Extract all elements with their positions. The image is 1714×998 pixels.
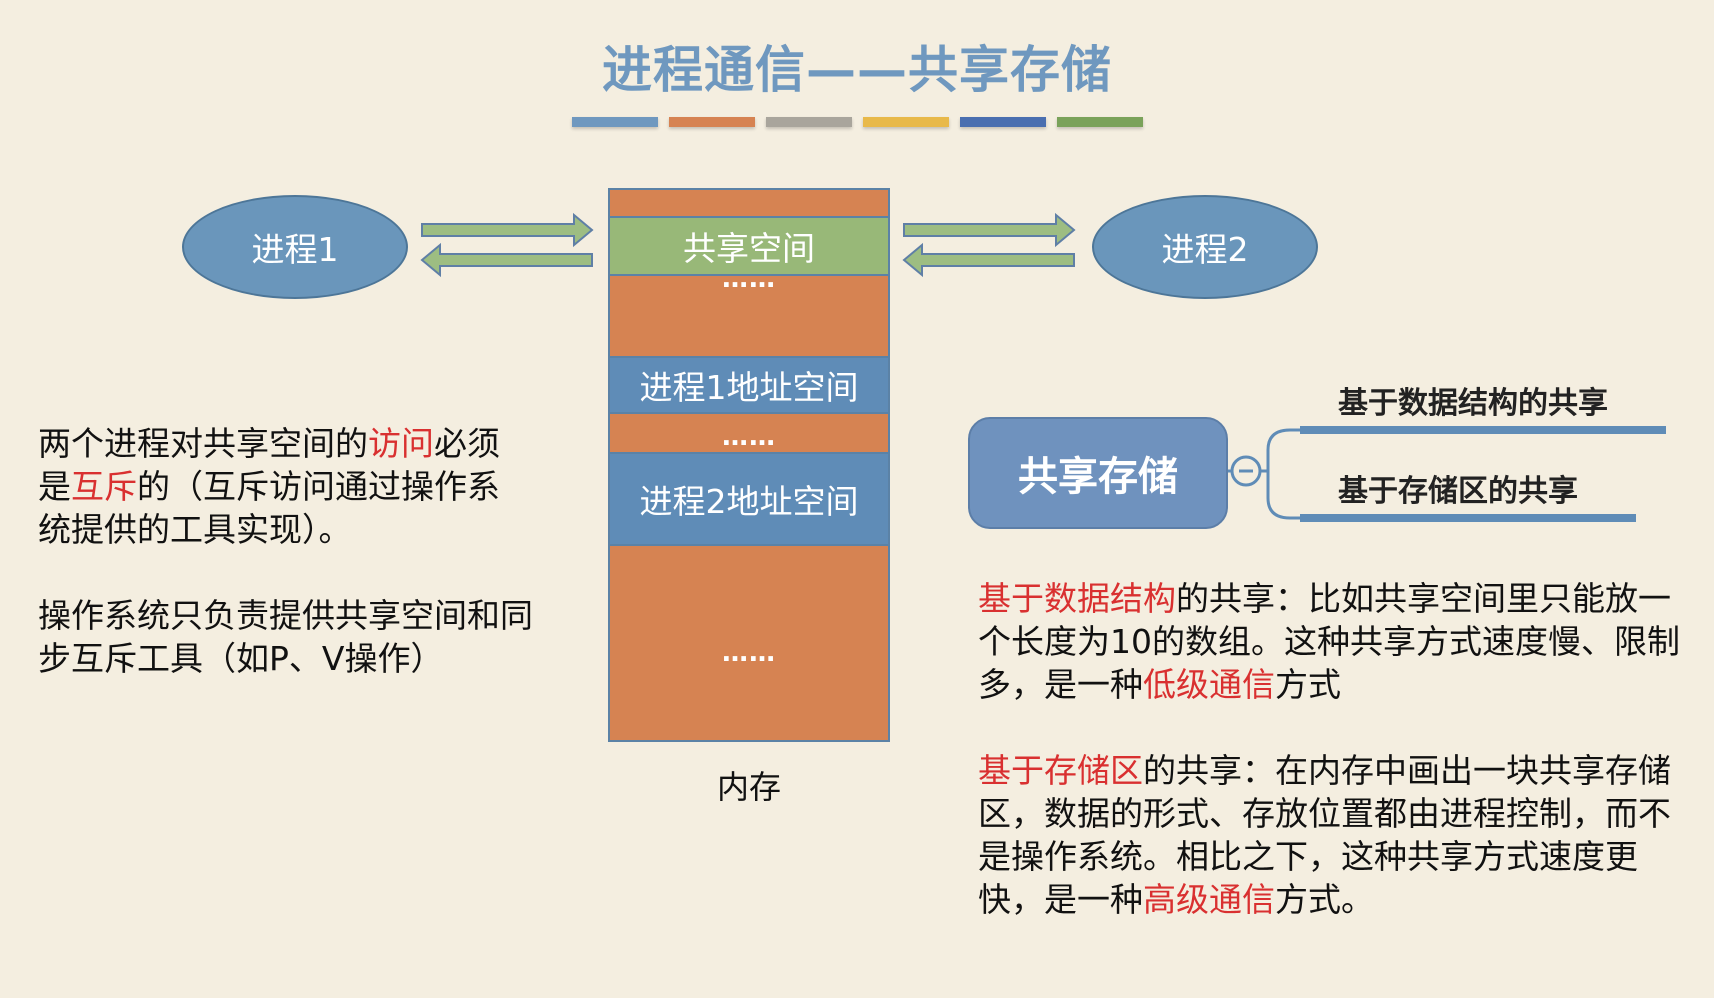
memory-label: 内存 — [716, 768, 781, 806]
right-p1-text-2: 方式 — [1275, 665, 1341, 704]
right-p1-highlight-1: 基于数据结构 — [978, 579, 1176, 618]
ellipsis-2: …… — [722, 422, 776, 452]
left-p2-text: 操作系统只负责提供共享空间和同步互斥工具（如P、V操作） — [38, 596, 533, 678]
right-p1-highlight-2: 低级通信 — [1143, 665, 1275, 704]
color-bar-1 — [572, 117, 658, 127]
memory-segment-2 — [608, 274, 890, 358]
ellipsis-1: …… — [722, 264, 776, 294]
right-p1-text-1: 的共享：比如共享空间里只能放一个长度为10的数组。这种共享方式速度慢、限制多，是… — [978, 579, 1680, 704]
right-p2-highlight-1: 基于存储区 — [978, 751, 1143, 790]
memory-segment-bottom — [608, 544, 890, 742]
left-paragraph-1: 两个进程对共享空间的访问必须是互斥的（互斥访问通过操作系统提供的工具实现）。 — [38, 422, 518, 551]
process2-node: 进程2 — [1092, 195, 1318, 299]
memory-segment-top — [608, 188, 890, 218]
left-p1-highlight-1: 访问 — [368, 424, 434, 463]
ellipsis-3: …… — [722, 638, 776, 668]
arrow-process1-to-memory — [421, 212, 594, 248]
process2-label: 进程2 — [1161, 230, 1249, 269]
arrow-memory-to-process2 — [903, 212, 1076, 248]
mindmap-connectors — [1224, 428, 1666, 520]
left-p1-highlight-2: 互斥 — [71, 467, 137, 506]
color-bar-5 — [960, 117, 1046, 127]
process1-node: 进程1 — [182, 195, 408, 299]
left-paragraph-2: 操作系统只负责提供共享空间和同步互斥工具（如P、V操作） — [38, 594, 538, 680]
proc2-space-label: 进程2地址空间 — [639, 482, 859, 521]
left-p1-text-2: 必须是 — [38, 424, 500, 506]
mindmap-root-label: 共享存储 — [1018, 454, 1178, 500]
mindmap-root: 共享存储 — [968, 417, 1228, 529]
color-bar-4 — [863, 117, 949, 127]
color-bar-6 — [1057, 117, 1143, 127]
right-p2-highlight-2: 高级通信 — [1143, 880, 1275, 919]
mindmap-branch-2: 基于存储区的共享 — [1338, 474, 1578, 509]
page-title: 进程通信——共享存储 — [602, 41, 1112, 99]
arrow-memory-to-process1 — [420, 242, 593, 278]
right-paragraph-2: 基于存储区的共享：在内存中画出一块共享存储区，数据的形式、存放位置都由进程控制，… — [978, 749, 1700, 921]
proc1-space-label: 进程1地址空间 — [639, 368, 859, 407]
proc2-space-segment: 进程2地址空间 — [608, 452, 890, 546]
arrow-process2-to-memory — [902, 242, 1075, 278]
right-paragraph-1: 基于数据结构的共享：比如共享空间里只能放一个长度为10的数组。这种共享方式速度慢… — [978, 577, 1700, 706]
memory-block: 共享空间 …… 进程1地址空间 …… 进程2地址空间 …… — [608, 188, 890, 750]
color-bar-3 — [766, 117, 852, 127]
right-p2-text-2: 方式。 — [1275, 880, 1374, 919]
color-bar-2 — [669, 117, 755, 127]
proc1-space-segment: 进程1地址空间 — [608, 356, 890, 414]
right-p2-text-1: 的共享：在内存中画出一块共享存储区，数据的形式、存放位置都由进程控制，而不是操作… — [978, 751, 1671, 919]
mindmap-branch-1: 基于数据结构的共享 — [1338, 386, 1608, 421]
left-p1-text-3: 的（互斥访问通过操作系统提供的工具实现）。 — [38, 467, 500, 549]
process1-label: 进程1 — [251, 230, 339, 269]
shared-space-label: 共享空间 — [683, 229, 815, 268]
left-p1-text-1: 两个进程对共享空间的 — [38, 424, 368, 463]
